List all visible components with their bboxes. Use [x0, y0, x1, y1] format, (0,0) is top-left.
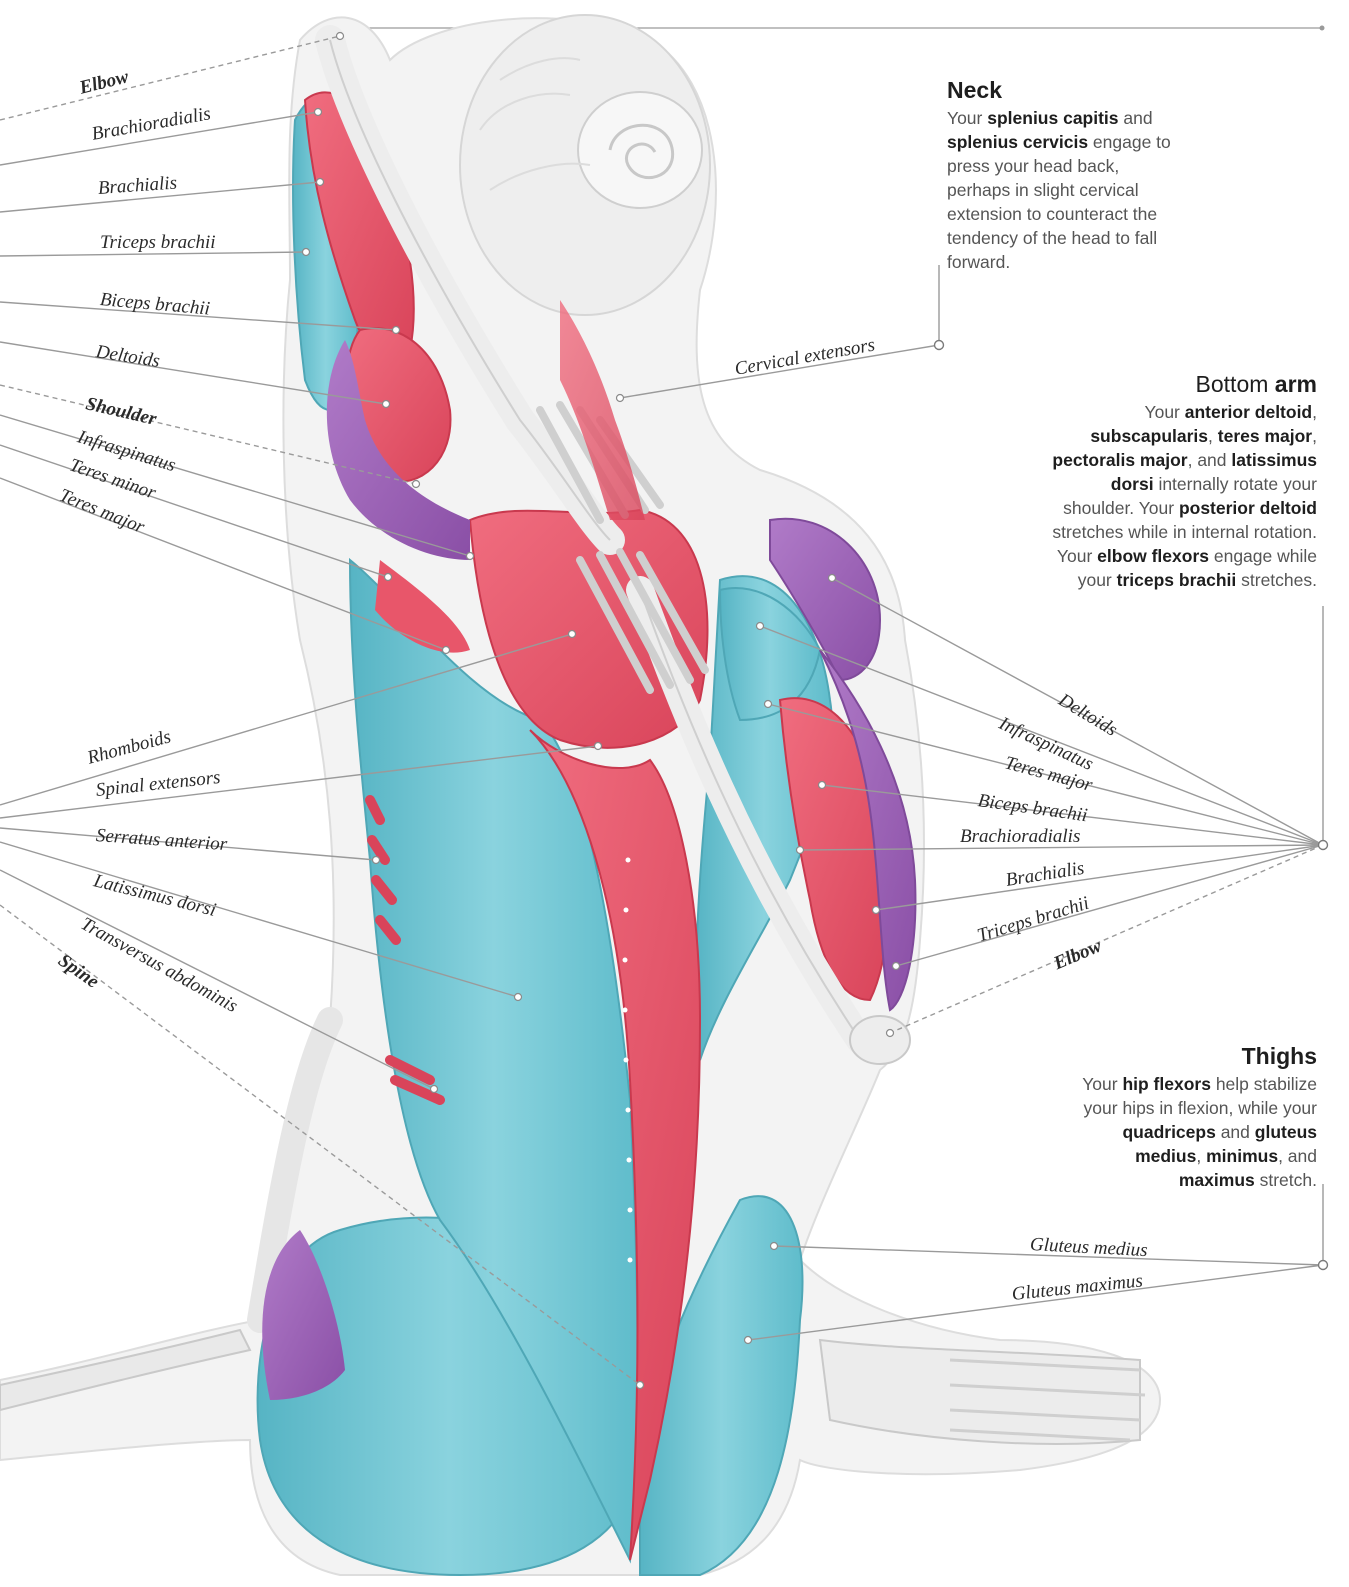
thighs-heading: Thighs: [1075, 1042, 1317, 1070]
leader-teres-minor-left-dot: [385, 574, 392, 581]
thighs-body: Your hip flexors help stabilize your hip…: [1075, 1072, 1317, 1192]
leader-teres-major-right-dot: [765, 701, 772, 708]
leader-infraspinatus-right-dot: [757, 623, 764, 630]
leader-biceps-brachii-right-dot: [819, 782, 826, 789]
leader-latissimus-dorsi-left-dot: [515, 994, 522, 1001]
leader-elbow-left: [0, 36, 340, 120]
hair-bun: [578, 92, 702, 208]
thighs-panel: Thighs Your hip flexors help stabilize y…: [1075, 1042, 1317, 1192]
leader-gluteus-medius-dot: [771, 1243, 778, 1250]
leader-hub-2: [1319, 1261, 1328, 1270]
leader-brachialis-right-dot: [873, 907, 880, 914]
leader-serratus-anterior-left-dot: [373, 857, 380, 864]
leader-triceps-brachii-right: [896, 845, 1323, 966]
neck-panel: Neck Your splenius capitis and splenius …: [947, 76, 1179, 274]
right-elbow: [850, 1016, 910, 1064]
leader-biceps-brachii-left-dot: [393, 327, 400, 334]
leader-deltoids-right-dot: [829, 575, 836, 582]
label-brachioradialis-right: Brachioradialis: [960, 826, 1080, 848]
bottom-arm-heading: Bottom arm: [1040, 370, 1317, 398]
leader-brachialis-left-dot: [317, 179, 324, 186]
leader-deltoids-left-dot: [383, 401, 390, 408]
leader-teres-major-left-dot: [443, 647, 450, 654]
leader-rhomboids-left-dot: [569, 631, 576, 638]
leader-infraspinatus-left-dot: [467, 553, 474, 560]
leader-elbow-right: [890, 845, 1323, 1033]
leader-gluteus-maximus-dot: [745, 1337, 752, 1344]
leader-spine-left-dot: [637, 1382, 644, 1389]
neck-heading: Neck: [947, 76, 1179, 104]
leader-brachialis-right: [876, 845, 1323, 910]
top-rule-end: [1320, 26, 1325, 31]
label-triceps-brachii-left: Triceps brachii: [100, 232, 216, 254]
bottom-arm-panel: Bottom arm Your anterior deltoid, subsca…: [1040, 370, 1317, 592]
leader-brachioradialis-right-dot: [797, 847, 804, 854]
leader-hub-0: [935, 341, 944, 350]
leader-brachioradialis-left-dot: [315, 109, 322, 116]
leader-triceps-brachii-left-dot: [303, 249, 310, 256]
bottom-arm-body: Your anterior deltoid, subscapularis, te…: [1040, 400, 1317, 592]
leader-elbow-right-dot: [887, 1030, 894, 1037]
neck-body: Your splenius capitis and splenius cervi…: [947, 106, 1179, 274]
leader-spinal-extensors-left-dot: [595, 743, 602, 750]
leader-elbow-left-dot: [337, 33, 344, 40]
leader-triceps-brachii-right-dot: [893, 963, 900, 970]
leader-shoulder-left-dot: [413, 481, 420, 488]
leader-cervical-extensors-dot: [617, 395, 624, 402]
leader-hub-1: [1319, 841, 1328, 850]
leader-transversus-abdominis-left-dot: [431, 1086, 438, 1093]
